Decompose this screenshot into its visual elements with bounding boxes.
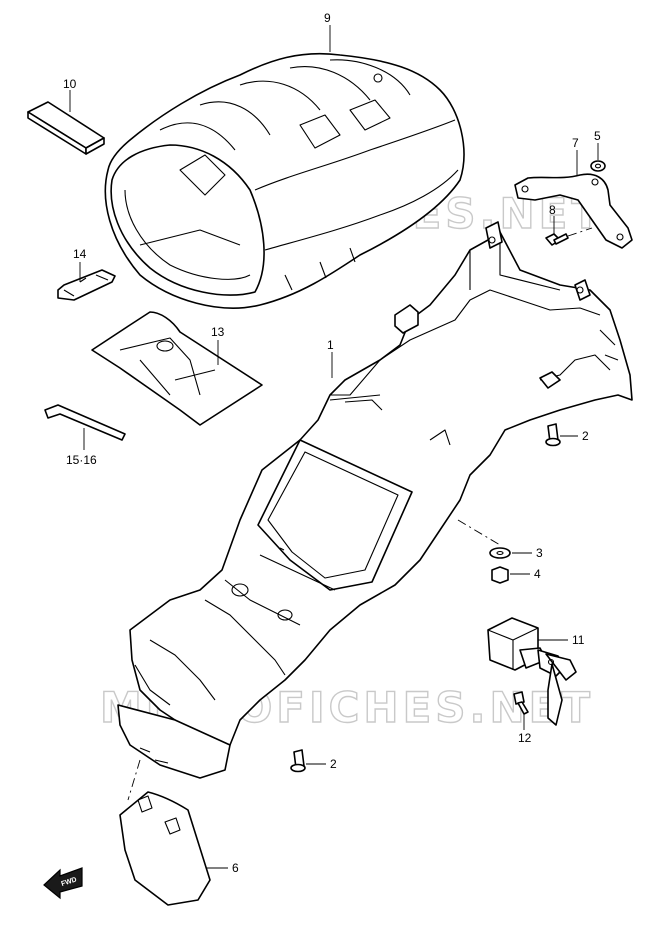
part-9-tray (104, 25, 465, 309)
label-1: 1 (327, 338, 334, 352)
part-2-bolt-lower (290, 749, 326, 773)
part-5-washer (590, 143, 606, 172)
part-14-clip (57, 262, 116, 301)
label-15-16: 15·16 (66, 453, 97, 467)
part-8-bolt (545, 216, 593, 246)
part-4-nut (491, 566, 530, 584)
label-7: 7 (572, 136, 579, 150)
label-2-upper: 2 (582, 429, 589, 443)
fwd-arrow-icon: FWD (43, 867, 83, 900)
fwd-label: FWD (60, 876, 77, 888)
part-11-seat-lock (487, 617, 577, 726)
part-13-sheet (91, 311, 263, 426)
label-4: 4 (534, 567, 541, 581)
part-6-mud-flap (119, 759, 228, 906)
label-12: 12 (518, 731, 532, 745)
part-1-rear-fender (117, 221, 633, 779)
label-6: 6 (232, 861, 239, 875)
label-2-lower: 2 (330, 757, 337, 771)
label-5: 5 (594, 129, 601, 143)
label-13: 13 (211, 325, 225, 339)
part-7-bracket (514, 150, 633, 249)
label-10: 10 (63, 77, 77, 91)
part-12-screw (513, 691, 529, 730)
label-8: 8 (549, 203, 556, 217)
label-11: 11 (572, 633, 585, 647)
part-15-16-wrench (44, 404, 126, 450)
label-3: 3 (536, 546, 543, 560)
label-9: 9 (324, 11, 331, 25)
part-10-pad (27, 90, 105, 155)
label-14: 14 (73, 247, 87, 261)
part-2-bolt-upper (545, 423, 578, 447)
part-3-washer (457, 519, 532, 559)
